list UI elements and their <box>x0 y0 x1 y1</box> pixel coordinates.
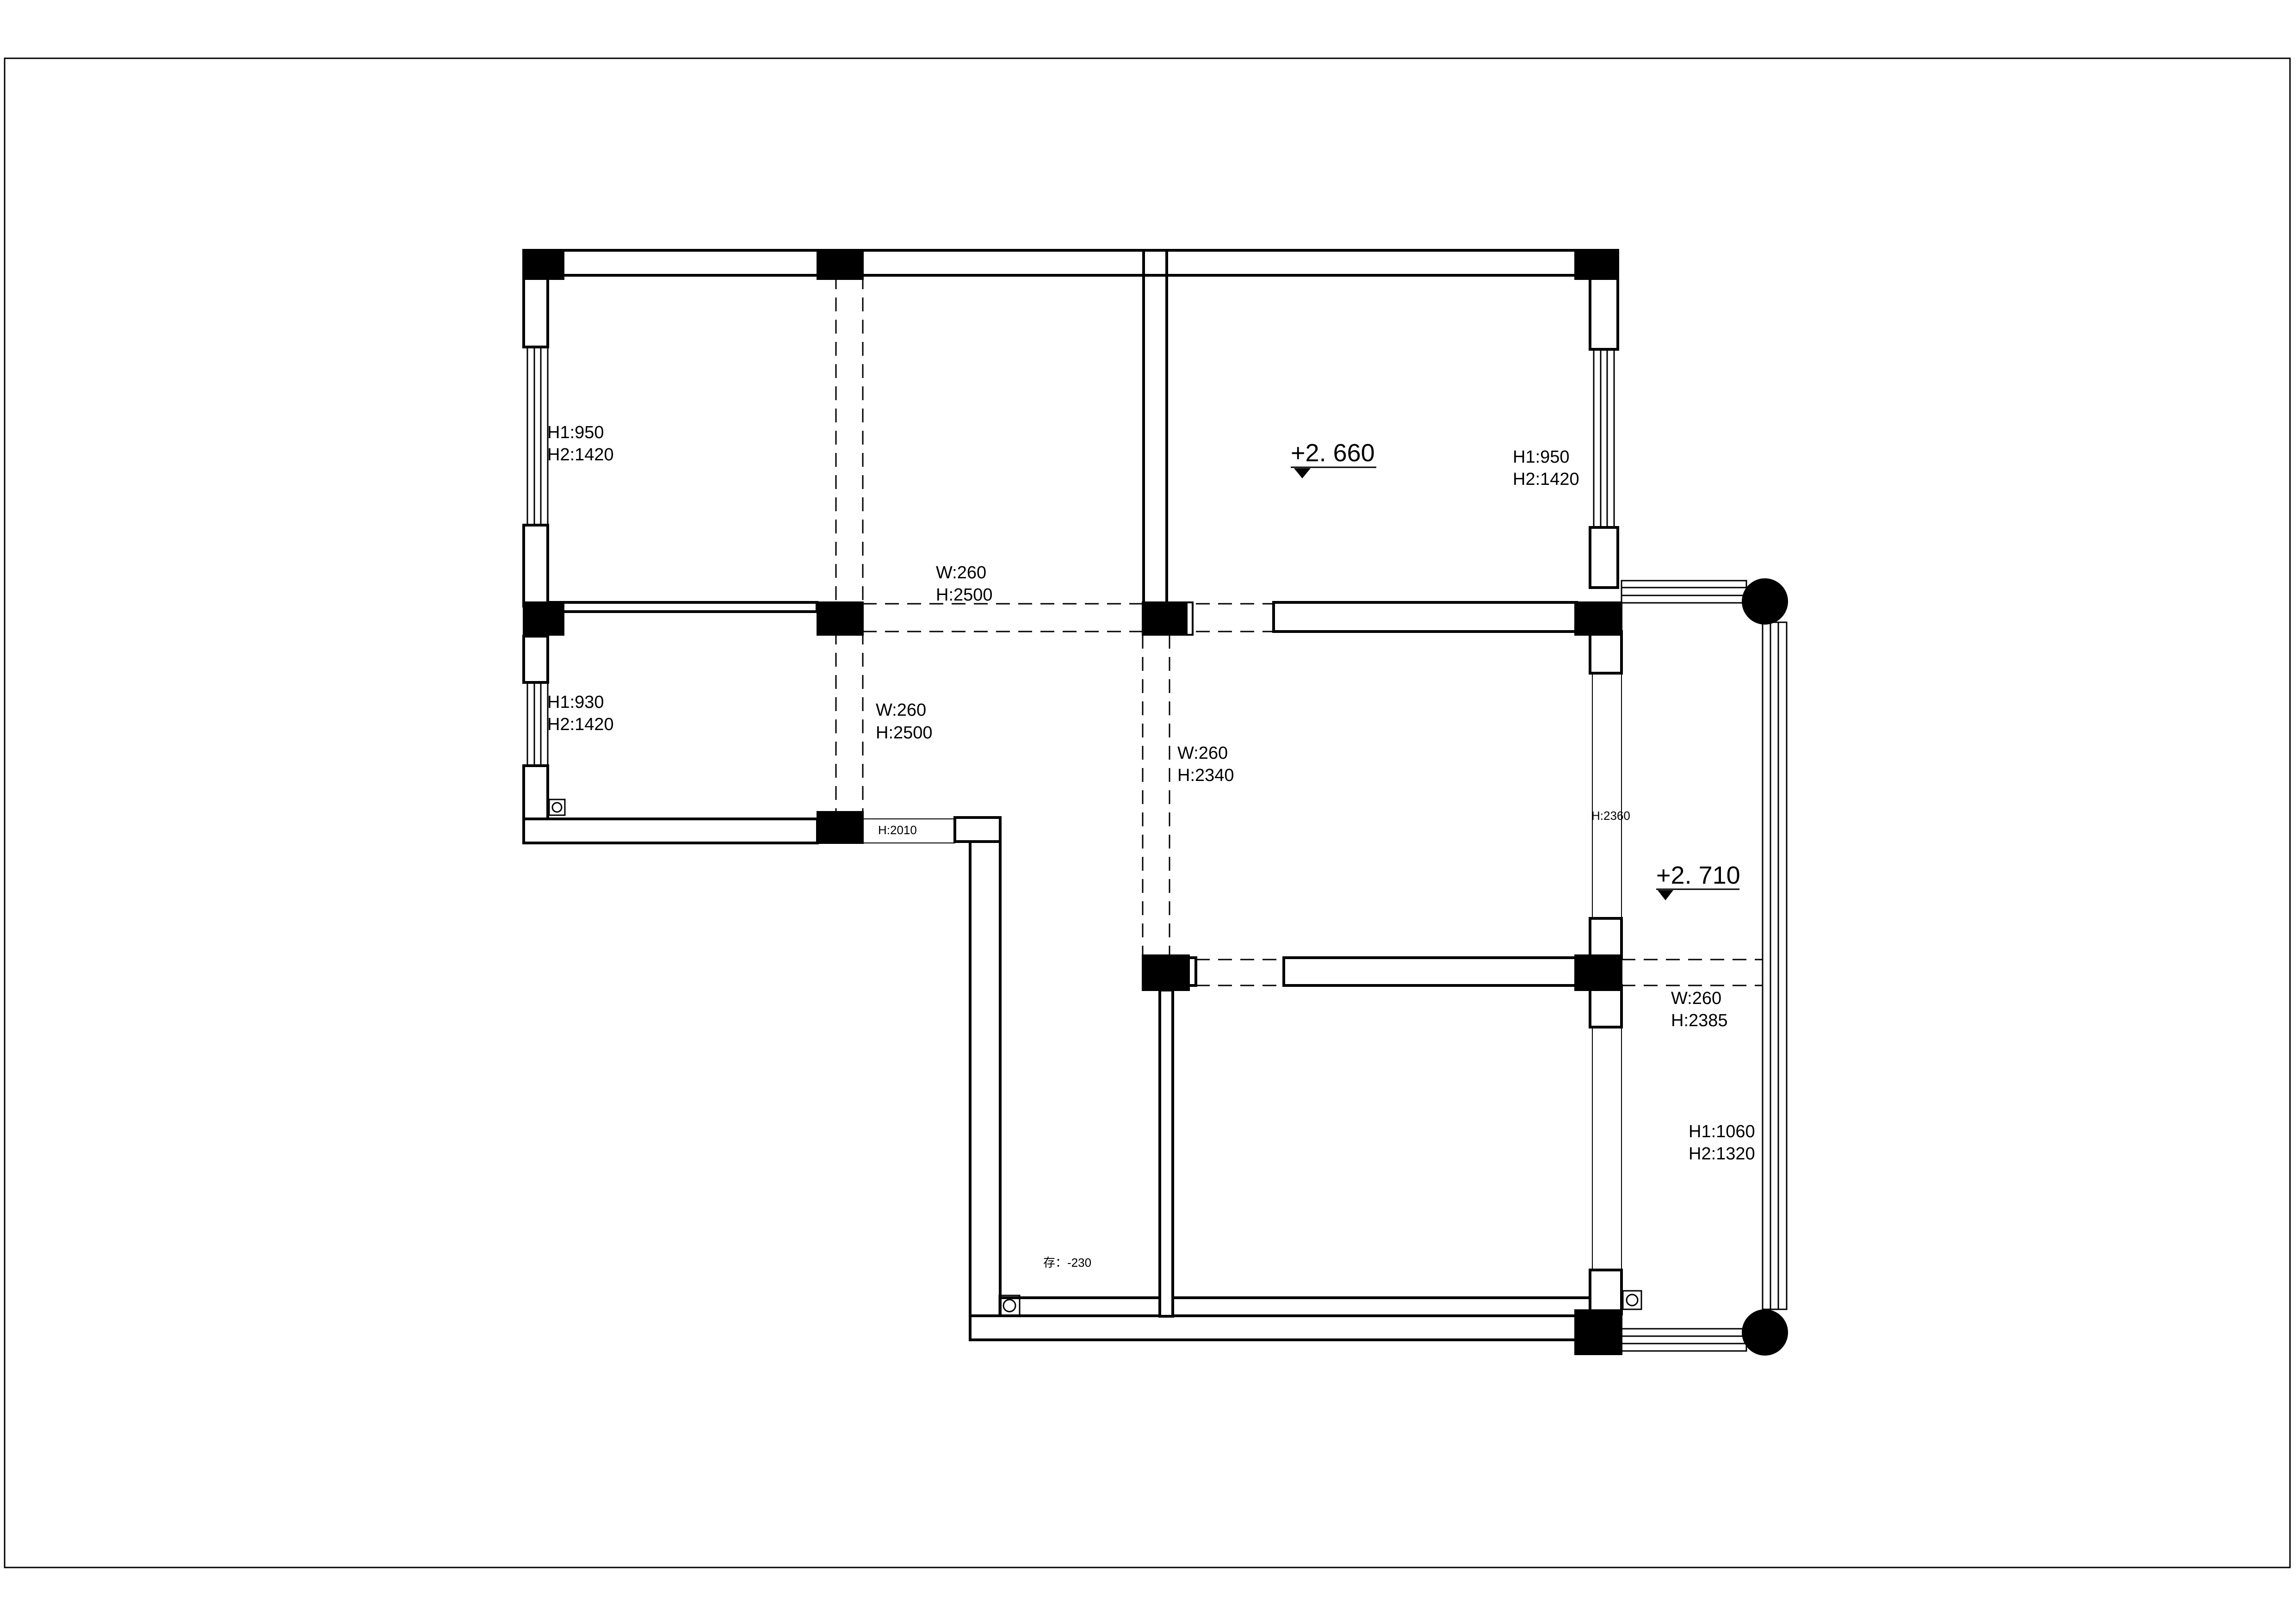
wall-top-junction <box>1142 249 1168 277</box>
window-label-balcony-h2: H2:1320 <box>1689 1144 1755 1164</box>
column-lower-right <box>1574 954 1622 991</box>
storage-level-note: 存：-230 <box>1043 1256 1091 1270</box>
level-triangle-icon <box>1294 468 1311 478</box>
wall-bottom-right-room <box>1171 1296 1619 1317</box>
beam-label-top-h: H:2500 <box>936 585 993 605</box>
column-round-bottom <box>1742 1309 1788 1356</box>
wall-left-lower <box>522 635 549 684</box>
column-mid-center-left <box>817 601 864 636</box>
wall-right-lower-partition <box>1282 956 1579 987</box>
wall-balcony-stub-3 <box>1589 984 1623 1028</box>
wall-corridor-bottom-left <box>999 1296 1161 1317</box>
wall-corridor-bottom <box>969 1314 1619 1341</box>
beam-label-left-w: W:260 <box>876 700 926 720</box>
window-label-left-upper-h1: H1:950 <box>547 423 604 442</box>
drain-icon-balcony <box>1622 1290 1642 1310</box>
window-left-upper <box>526 346 549 526</box>
wall-left-top <box>522 274 549 348</box>
column-mid-center <box>1142 601 1188 636</box>
column-top-right <box>1574 249 1619 280</box>
level-label-balcony: +2. 710 <box>1656 861 1740 889</box>
column-top-mid <box>817 249 864 280</box>
beam-label-lower-right-h: H:2385 <box>1671 1011 1728 1030</box>
wall-corridor-left-vert <box>969 840 1002 1317</box>
wall-center-top <box>1142 274 1168 605</box>
column-mid-left <box>523 601 564 636</box>
window-label-balcony-h1: H1:1060 <box>1689 1122 1755 1141</box>
opening-label-corridor: H:2010 <box>878 823 917 837</box>
beam-label-lower-right-w: W:260 <box>1671 989 1721 1008</box>
window-label-left-upper-h2: H2:1420 <box>547 445 614 465</box>
window-balcony-bottom <box>1621 1328 1747 1352</box>
wall-balcony-stub-2 <box>1589 917 1623 959</box>
wall-center-lower <box>1158 989 1174 1318</box>
wall-right-upper-partition <box>1272 601 1578 633</box>
column-top-left <box>523 249 564 280</box>
wall-balcony-stub-1 <box>1589 630 1623 675</box>
level-label-upper: +2. 660 <box>1291 439 1375 467</box>
wall-corridor-left <box>953 816 1002 843</box>
wall-right-upper-bot <box>1589 526 1619 589</box>
column-lower-center <box>1142 954 1190 991</box>
level-marker-upper: +2. 660 <box>1291 439 1376 478</box>
beams <box>835 275 1763 986</box>
beam-label-left-h: H:2500 <box>876 723 933 743</box>
window-label-right-upper-h2: H2:1420 <box>1513 470 1579 489</box>
column-bottom-left <box>817 811 864 844</box>
window-label-left-lower-h2: H2:1420 <box>547 715 614 734</box>
window-balcony-top <box>1621 580 1747 604</box>
level-marker-balcony: +2. 710 <box>1656 861 1740 900</box>
wall-balcony-stub-4 <box>1589 1269 1623 1315</box>
windows <box>526 346 1788 1352</box>
level-triangle-icon <box>1658 890 1673 900</box>
beam-label-top-w: W:260 <box>936 563 986 582</box>
column-mid-center-inner <box>1165 601 1194 636</box>
drawing-frame <box>4 57 2291 1568</box>
window-left-lower <box>526 681 549 767</box>
walls <box>522 249 1623 1341</box>
window-balcony-right <box>1762 621 1788 1310</box>
wall-top-right <box>1165 249 1619 277</box>
beam-label-center-h: H:2340 <box>1177 766 1234 785</box>
drain-icon-corridor <box>998 1295 1021 1317</box>
window-label-right-upper-h1: H1:950 <box>1513 447 1570 467</box>
wall-left-mid <box>522 524 549 607</box>
window-label-left-lower-h1: H1:930 <box>547 693 604 712</box>
wall-left-partition <box>546 601 818 613</box>
drains <box>548 799 1642 1317</box>
beam-label-center-w: W:260 <box>1177 743 1228 763</box>
wall-left-bottom <box>522 764 549 820</box>
drain-icon-left <box>548 799 566 816</box>
column-bottom-right <box>1574 1309 1622 1355</box>
column-round-top <box>1742 578 1788 625</box>
wall-left-room-bottom <box>522 818 819 844</box>
wall-right-upper-top <box>1589 274 1619 351</box>
opening-label-balcony: H:2360 <box>1591 809 1630 823</box>
column-mid-right <box>1574 601 1622 636</box>
window-right-upper <box>1593 348 1615 528</box>
columns <box>523 249 1788 1356</box>
